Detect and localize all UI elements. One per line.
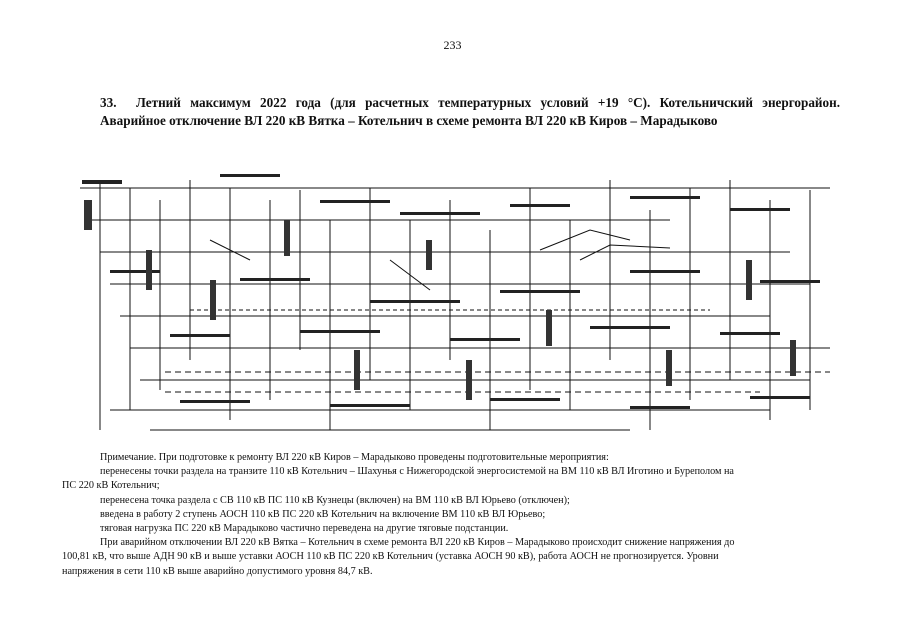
section-number: 33. (100, 95, 117, 110)
note-line: При аварийном отключении ВЛ 220 кВ Вятка… (100, 537, 735, 549)
note-line: введена в работу 2 ступень АОСН 110 кВ П… (100, 508, 546, 520)
note-line: перенесена точка раздела с СВ 110 кВ ПС … (100, 494, 570, 506)
power-grid-scheme-diagram (80, 174, 830, 431)
notes-block: Примечание. При подготовке к ремонту ВЛ … (62, 451, 845, 579)
note-line: перенесены точки раздела на транзите 110… (100, 466, 734, 478)
section-title: Летний максимум 2022 года (для расчетных… (100, 95, 840, 128)
note-line: ПС 220 кВ Котельнич; (62, 480, 160, 492)
note-line: 100,81 кВ, что выше АДН 90 кВ и выше уст… (62, 551, 719, 563)
note-line: напряжения в сети 110 кВ выше аварийно д… (62, 565, 373, 577)
page-number: 233 (443, 38, 462, 52)
note-line: Примечание. При подготовке к ремонту ВЛ … (100, 452, 609, 463)
note-line: тяговая нагрузка ПС 220 кВ Марадыково ча… (100, 523, 509, 535)
section-heading: 33.Летний максимум 2022 года (для расчет… (100, 94, 840, 129)
